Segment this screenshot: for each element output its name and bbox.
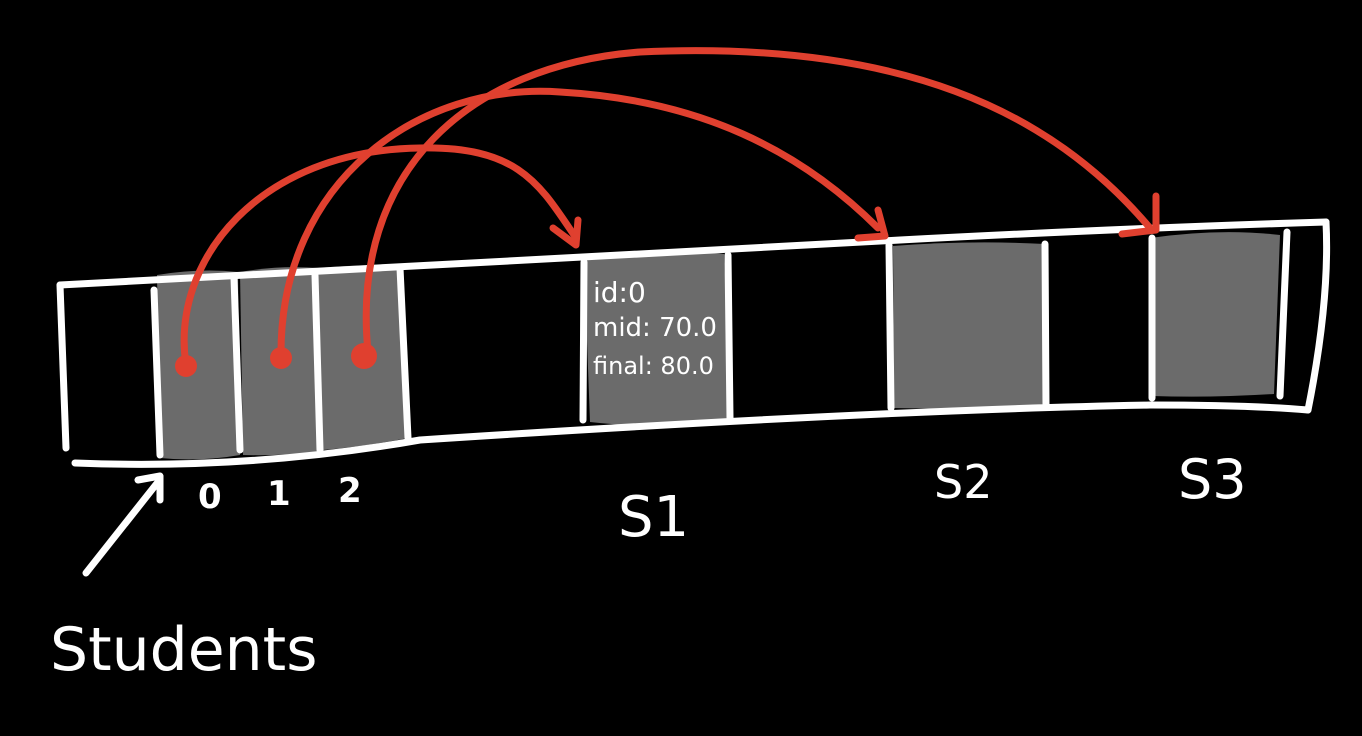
object-cell-s3 — [1150, 232, 1280, 397]
divider-1 — [150, 286, 164, 459]
pointer-arrow-2 — [362, 47, 1154, 356]
pointer-origin-0 — [175, 355, 197, 377]
students-arrow-shaft — [82, 478, 162, 577]
field-id: id:0 — [593, 276, 646, 309]
strip-right-edge — [1304, 218, 1331, 414]
array-cell-0 — [157, 270, 240, 460]
object-label-s2: S2 — [934, 455, 992, 509]
index-labels: 0 1 2 — [198, 471, 362, 517]
pointer-origins — [175, 343, 377, 377]
strip-left-edge — [56, 281, 70, 452]
divider-5 — [579, 258, 588, 424]
memory-strip — [56, 218, 1331, 468]
strip-top-edge — [56, 218, 1330, 289]
pointer-arrows — [180, 47, 1160, 369]
object-cell-s1 — [584, 251, 732, 426]
pointer-arrow-2-head — [1118, 192, 1160, 238]
s1-fields: id:0 mid: 70.0 final: 80.0 — [593, 276, 717, 380]
field-final: final: 80.0 — [593, 352, 714, 380]
students-label: Students — [50, 615, 317, 685]
object-cell-s2 — [893, 242, 1046, 409]
object-label-s1: S1 — [618, 485, 689, 550]
divider-3 — [311, 271, 324, 454]
index-label-2: 2 — [338, 471, 362, 511]
divider-10 — [1276, 228, 1291, 400]
divider-7 — [885, 241, 895, 412]
divider-8 — [1041, 240, 1050, 410]
object-labels: S1 S2 S3 — [618, 448, 1247, 550]
pointer-origin-2 — [351, 343, 377, 369]
pointer-arrow-1-head — [854, 206, 889, 242]
index-label-1: 1 — [267, 474, 291, 514]
object-label-s3: S3 — [1178, 448, 1247, 511]
divider-2 — [230, 274, 244, 454]
students-pointer — [82, 472, 164, 577]
divider-6 — [724, 251, 734, 422]
students-arrow-head — [134, 472, 164, 504]
pointer-arrow-1 — [277, 87, 882, 359]
strip-bottom-edge — [71, 401, 1312, 468]
index-label-0: 0 — [198, 477, 222, 517]
pointer-arrow-0-head — [549, 216, 582, 249]
divider-4 — [396, 264, 412, 442]
pointer-origin-1 — [270, 347, 292, 369]
field-mid: mid: 70.0 — [593, 313, 717, 343]
shaded-cells — [157, 232, 1280, 460]
